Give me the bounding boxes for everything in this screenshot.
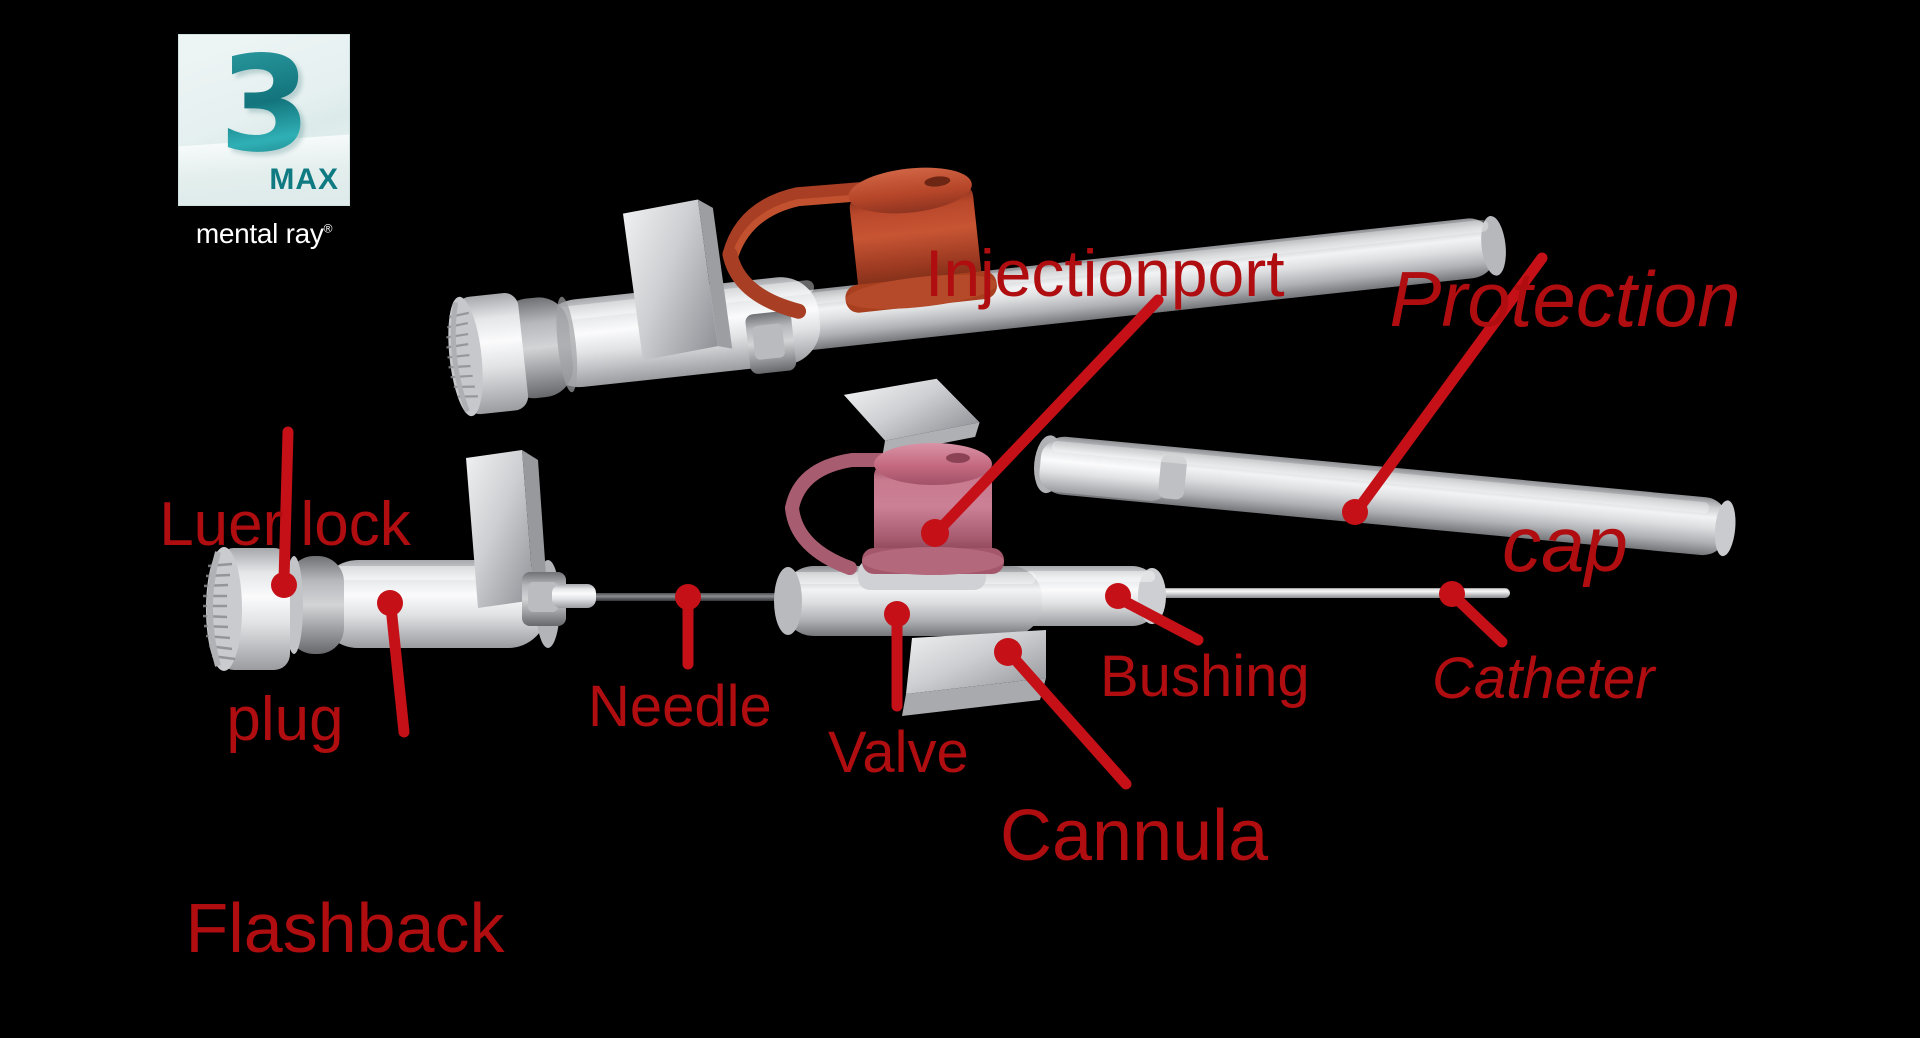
lower-catheter-wire [1110, 588, 1510, 598]
lower-wing-flange [466, 450, 548, 608]
label-luer-lock-plug-line2: plug [226, 685, 344, 755]
lower-luer-lock-plug [202, 547, 290, 671]
upper-clip [745, 310, 797, 374]
lower-hub [522, 572, 596, 626]
leader-lines [271, 252, 1548, 790]
logo-word-max: MAX [269, 163, 339, 196]
label-injectionport: Injectionport [925, 236, 1285, 310]
leader-cannula [994, 638, 1132, 790]
lower-assembly [202, 443, 1510, 716]
upper-luer-lock-plug [446, 292, 529, 417]
label-protection-cap-line1: Protection [1389, 254, 1741, 343]
logo-glyph-3: 3 [179, 39, 349, 171]
label-catheter: Catheter [1432, 646, 1655, 711]
leader-luer-lock-plug [271, 426, 297, 598]
upper-wing-flange [622, 199, 733, 361]
leader-bushing [1105, 583, 1204, 646]
lower-injectionport [785, 443, 1004, 575]
label-needle: Needle [588, 674, 772, 739]
label-bushing: Bushing [1100, 644, 1310, 709]
branding-block: 3 3 MAX mental ray® [178, 34, 354, 250]
upper-injectionport [722, 167, 997, 319]
label-protection-cap-line2: cap [1502, 500, 1628, 589]
3ds-max-logo-icon: 3 3 MAX [178, 34, 350, 206]
label-flashback-chamber-line1: Flashback [185, 889, 505, 967]
upper-assembly [446, 167, 1506, 456]
label-cannula: Cannula [1000, 796, 1269, 876]
leader-injectionport [921, 294, 1164, 547]
leader-protection-cap [1342, 252, 1548, 525]
registered-trademark-icon: ® [323, 221, 333, 236]
logo-glyph-shadow: 3 [183, 43, 349, 175]
label-flashback-chamber: Flashback chamber [130, 745, 560, 1038]
label-valve: Valve [828, 720, 969, 785]
label-luer-lock-plug: Luer lock plug [120, 362, 450, 883]
label-luer-lock-plug-line1: Luer lock [159, 490, 411, 560]
leader-catheter [1439, 581, 1508, 648]
mental-ray-text: mental ray [195, 218, 324, 249]
leader-needle [675, 584, 701, 670]
leader-valve [884, 601, 910, 712]
mental-ray-wordmark: mental ray® [178, 218, 350, 250]
label-protection-cap: Protection cap [1340, 95, 1790, 750]
leader-flashback-chamber [377, 590, 410, 738]
